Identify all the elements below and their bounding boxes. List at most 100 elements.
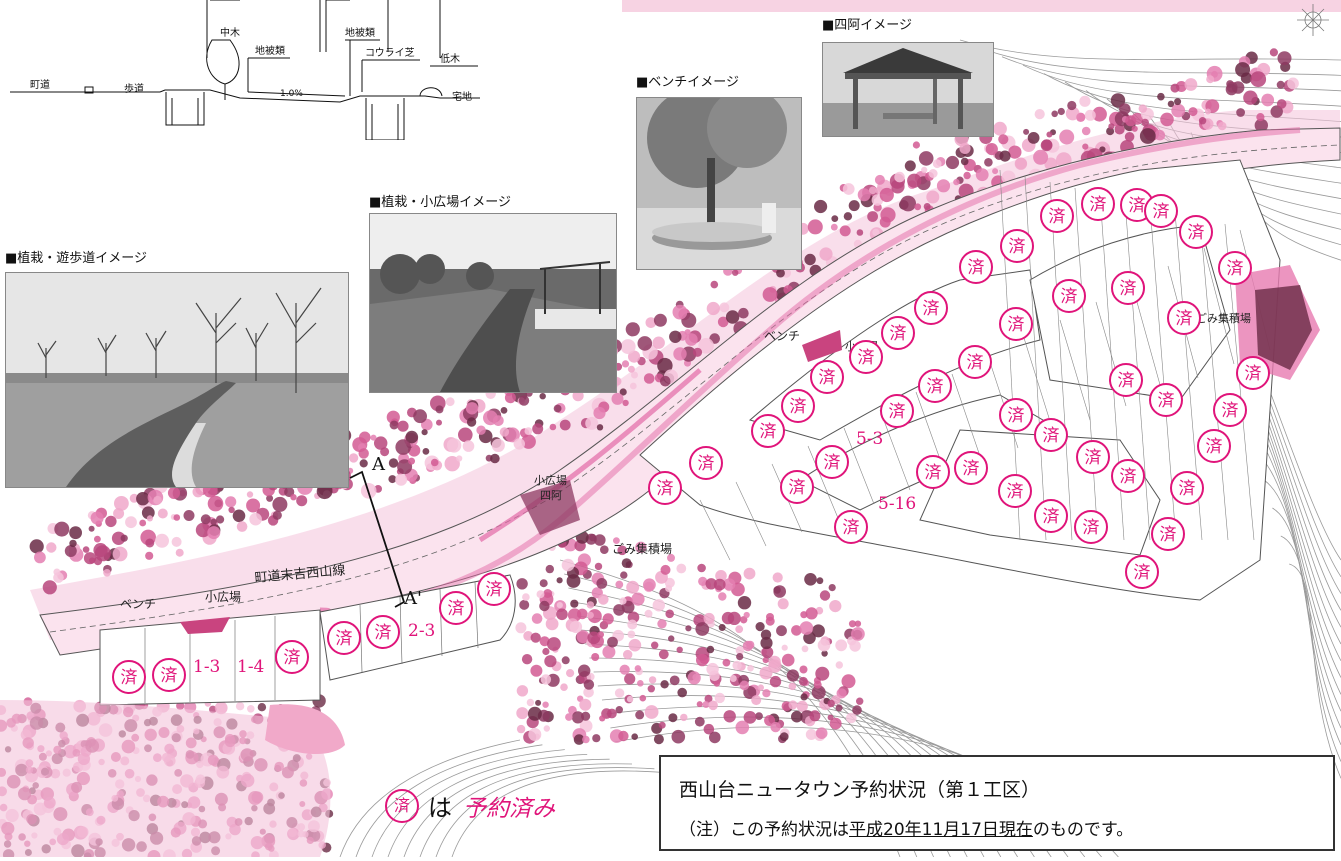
reserved-lot-mark: 済 (366, 615, 400, 649)
svg-text:済: 済 (824, 453, 841, 473)
svg-text:済: 済 (486, 580, 503, 600)
road-label: 町道末吉西山線 (254, 562, 346, 586)
section-marker-a-prime: A' (403, 588, 422, 609)
cross-section-diagram: 中木 地被類 地被類 コウライ芝 低木 町道 歩道 1.0% 宅地 (10, 0, 480, 140)
reserved-lot-mark: 済 (834, 510, 868, 544)
svg-text:済: 済 (448, 599, 465, 619)
reserved-lot-mark: 済 (1167, 301, 1201, 335)
reserved-lot-mark: 済 (327, 621, 361, 655)
park-lower-left-plaza (265, 704, 345, 755)
reserved-lot-mark: 済 (810, 360, 844, 394)
svg-text:済: 済 (1043, 507, 1060, 527)
reserved-lot-mark: 済 (1040, 199, 1074, 233)
photo-small-plaza (369, 213, 617, 393)
svg-text:済: 済 (1007, 482, 1024, 502)
svg-text:済: 済 (1085, 448, 1102, 468)
lot-numbers: 1-3 1-4 2-3 5-3 5-16 (193, 429, 916, 677)
svg-text:済: 済 (1227, 259, 1244, 279)
photo-small-plaza-image (370, 214, 616, 392)
legend-particle: は (428, 794, 452, 822)
svg-text:済: 済 (1083, 518, 1100, 538)
status-note-date: 平成20年11月17日現在 (849, 820, 1033, 840)
svg-text:済: 済 (1120, 467, 1137, 487)
svg-text:済: 済 (1134, 563, 1151, 583)
section-line (349, 470, 406, 608)
svg-text:済: 済 (1129, 196, 1146, 216)
bench-top-label: ベンチ (764, 329, 800, 343)
photo-promenade-image (6, 273, 348, 487)
photo-azumaya-image (823, 43, 993, 136)
lot-number: 5-3 (856, 429, 883, 449)
reservation-status-box: 西山台ニュータウン予約状況（第１工区） （注）この予約状況は平成20年11月17… (659, 755, 1335, 851)
svg-text:済: 済 (1160, 525, 1177, 545)
reserved-lot-mark: 済 (112, 660, 146, 694)
reserved-lot-mark: 済 (1111, 271, 1145, 305)
reserved-lot-mark: 済 (1213, 393, 1247, 427)
svg-text:済: 済 (1118, 371, 1135, 391)
svg-text:済: 済 (336, 629, 353, 649)
label-chihirui-left: 地被類 (255, 44, 285, 57)
svg-text:済: 済 (1245, 364, 1262, 384)
reserved-lot-mark: 済 (1076, 440, 1110, 474)
reserved-lot-mark: 済 (849, 340, 883, 374)
photo-bench (636, 97, 802, 270)
reserved-lot-mark: 済 (918, 369, 952, 403)
reserved-lot-mark: 済 (916, 455, 950, 489)
bench-left-label: ベンチ (120, 597, 156, 611)
road-centerline (49, 144, 1341, 633)
reserved-lot-mark: 済 (958, 345, 992, 379)
reserved-lot-mark: 済 (1170, 471, 1204, 505)
svg-text:済: 済 (1043, 426, 1060, 446)
lot-number: 1-3 (193, 657, 220, 677)
svg-text:済: 済 (1222, 401, 1239, 421)
label-chihirui-right: 地被類 (345, 26, 375, 39)
reserved-lot-mark: 済 (1149, 383, 1183, 417)
svg-text:済: 済 (1206, 437, 1223, 457)
reserved-lot-mark: 済 (152, 658, 186, 692)
svg-text:済: 済 (889, 402, 906, 422)
legend-reserved-mark: 済 (385, 789, 419, 823)
svg-text:済: 済 (927, 377, 944, 397)
svg-text:済: 済 (375, 623, 392, 643)
reserved-lot-mark: 済 (1125, 555, 1159, 589)
svg-text:済: 済 (1179, 479, 1196, 499)
reserved-lot-mark: 済 (1074, 510, 1108, 544)
reserved-lot-mark: 済 (880, 394, 914, 428)
svg-text:済: 済 (925, 463, 942, 483)
reserved-lot-mark: 済 (1218, 251, 1252, 285)
reserved-lot-mark: 済 (1081, 187, 1115, 221)
reserved-lot-mark: 済 (998, 474, 1032, 508)
status-note-prefix: （注）この予約状況は (679, 820, 849, 840)
label-teiboku: 低木 (440, 52, 460, 65)
svg-text:済: 済 (790, 397, 807, 417)
photo-caption: 四阿イメージ (822, 14, 912, 33)
status-title: 西山台ニュータウン予約状況（第１工区） (679, 779, 1041, 801)
svg-text:済: 済 (161, 666, 178, 686)
photo-caption: 植栽・遊歩道イメージ (5, 247, 147, 266)
reserved-lot-mark: 済 (881, 316, 915, 350)
svg-text:済: 済 (1188, 223, 1205, 243)
azumaya-center-label: 四阿 (540, 489, 562, 502)
hiroba-left-label: 小広場 (205, 590, 241, 604)
label-chodo: 町道 (30, 78, 50, 91)
reserved-lot-mark: 済 (914, 291, 948, 325)
photo-caption: ベンチイメージ (636, 71, 739, 90)
svg-text:済: 済 (923, 299, 940, 319)
reserved-lot-mark: 済 (780, 470, 814, 504)
svg-text:済: 済 (657, 479, 674, 499)
svg-text:済: 済 (284, 648, 301, 668)
svg-text:済: 済 (1009, 237, 1026, 257)
label-slope: 1.0% (280, 89, 303, 99)
reserved-lot-mark: 済 (1236, 356, 1270, 390)
legend-reserved-text: 予約済み (463, 796, 555, 822)
reserved-lot-mark: 済 (1034, 418, 1068, 452)
svg-text:済: 済 (819, 368, 836, 388)
svg-text:済: 済 (963, 459, 980, 479)
reserved-lot-mark: 済 (689, 446, 723, 480)
status-note: （注）この予約状況は平成20年11月17日現在のものです。 (679, 815, 1133, 840)
park-lower-left (0, 700, 331, 857)
reserved-lot-mark: 済 (1151, 517, 1185, 551)
svg-text:済: 済 (698, 454, 715, 474)
reserved-lot-mark: 済 (1052, 279, 1086, 313)
